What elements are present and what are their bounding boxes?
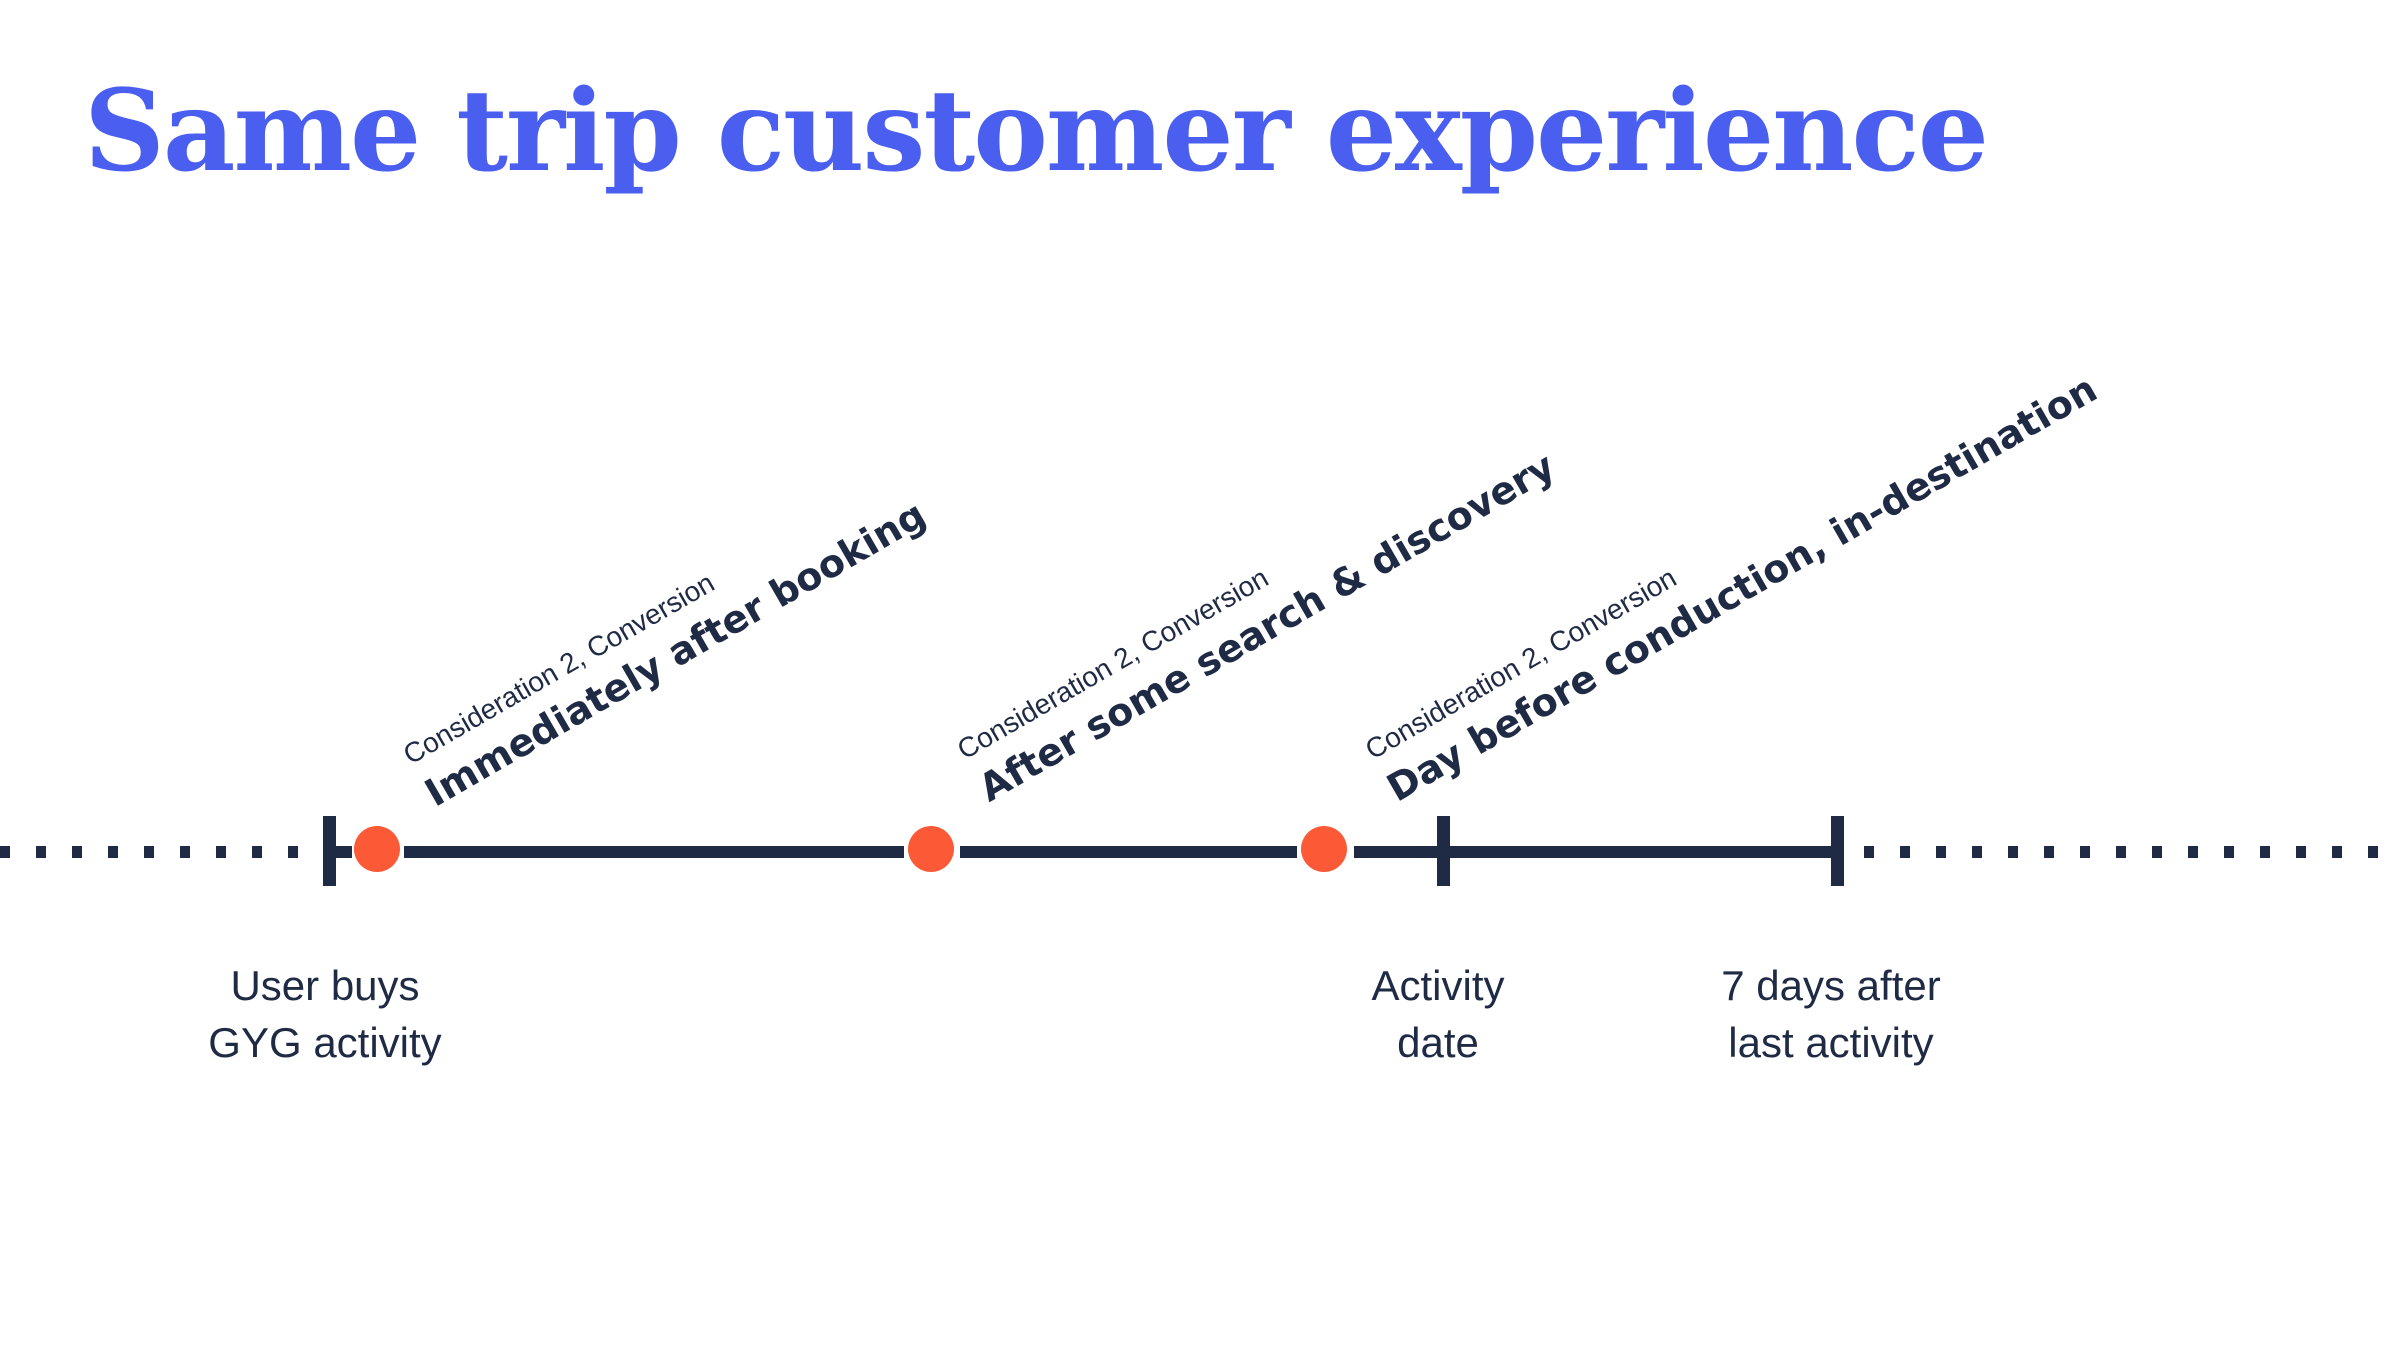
label-user-buys: User buys GYG activity [208,962,442,1066]
label-activity-date: Activity date [1371,962,1505,1066]
tick-seven-days [1831,816,1844,886]
page-title: Same trip customer experience [84,66,1989,197]
tick-user-buys [323,816,336,886]
touchpoint-dot-2 [908,826,954,872]
tick-activity-date [1437,816,1450,886]
touchpoint-dot-1 [354,826,400,872]
label-seven-days-after: 7 days after last activity [1721,962,1941,1066]
touchpoint-dot-3 [1301,826,1347,872]
